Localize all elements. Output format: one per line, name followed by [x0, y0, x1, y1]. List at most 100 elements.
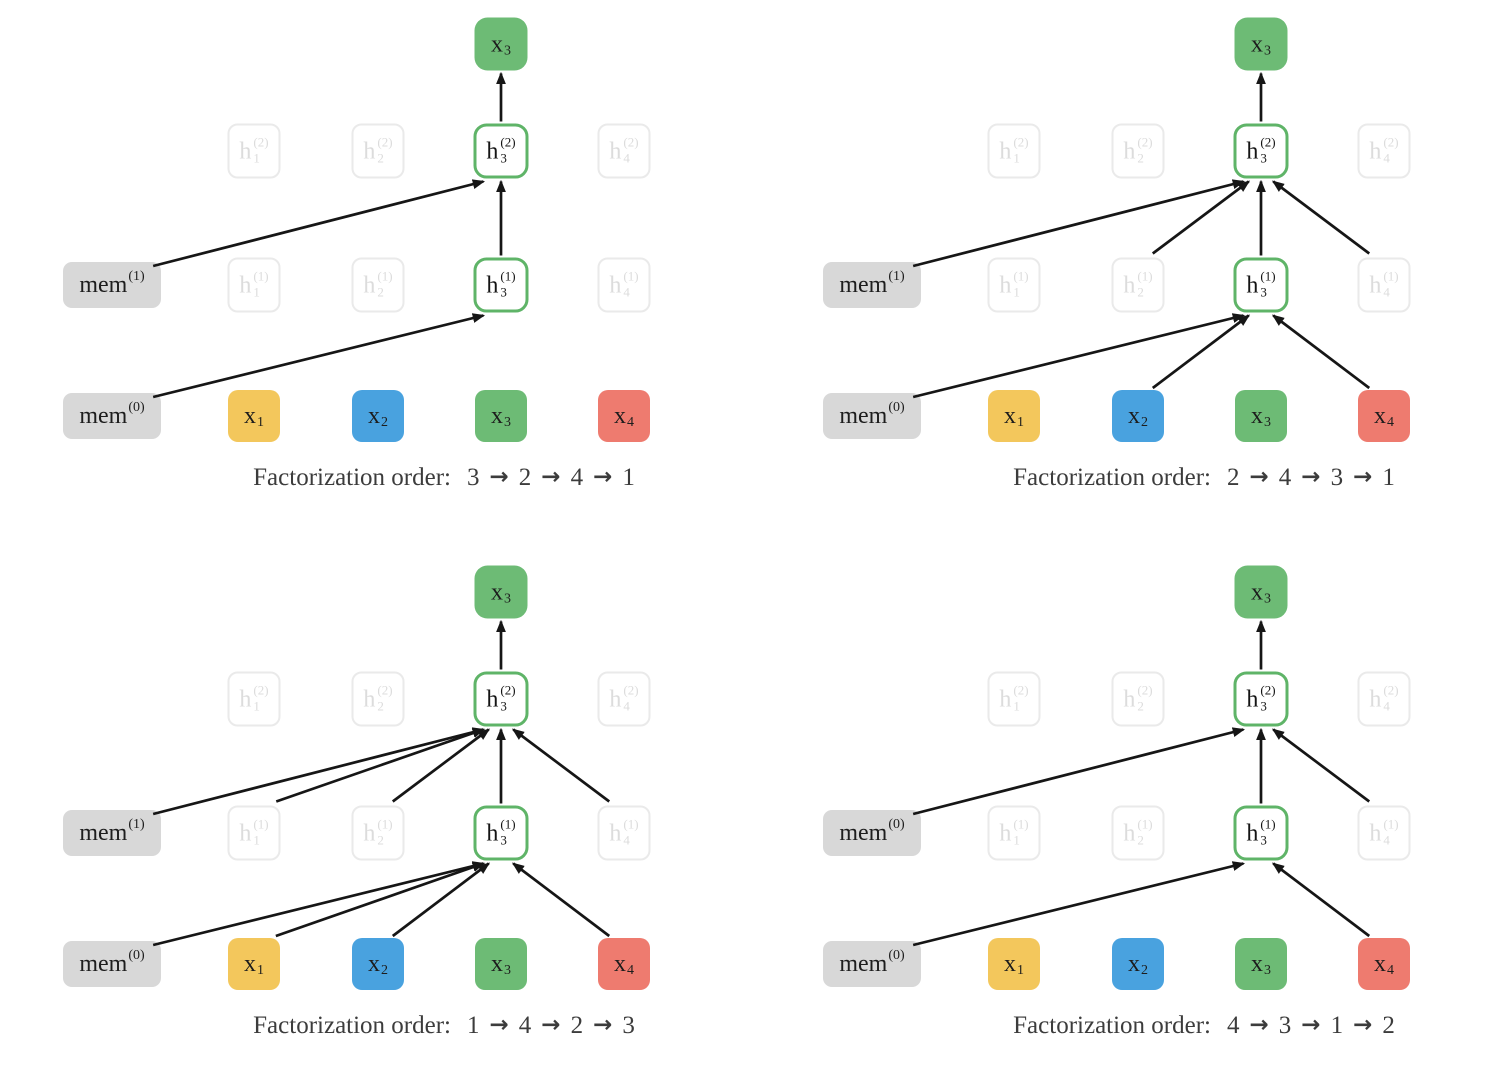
hidden-base: h: [239, 820, 252, 846]
position-subscript: 1: [1013, 150, 1020, 166]
hidden-state-label: h(2)3: [486, 683, 515, 714]
hidden-state-label: h(2)4: [609, 683, 638, 714]
token-base: x: [491, 579, 503, 605]
position-subscript: 2: [1141, 415, 1148, 430]
memory-superscript: (0): [128, 948, 145, 963]
caption-order-number: 3: [1330, 464, 1344, 491]
hidden-base: h: [999, 686, 1012, 712]
node-h3-layer2-active: h(2)3: [1233, 671, 1289, 727]
layer-superscript: (2): [1383, 134, 1399, 150]
token-base: x: [244, 403, 256, 429]
hidden-base: h: [363, 820, 376, 846]
hidden-state-label: h(1)4: [1369, 817, 1398, 848]
caption-order-number: 1: [1382, 464, 1395, 491]
memory-label: mem(1): [839, 269, 905, 298]
position-subscript: 1: [253, 284, 260, 300]
caption-order-number: 1: [467, 1012, 480, 1039]
caption-order-number: 4: [1227, 1012, 1240, 1039]
sup-sub-stack: (2)4: [623, 135, 638, 166]
memory-superscript: (1): [888, 269, 905, 284]
position-subscript: 1: [1013, 832, 1020, 848]
layer-superscript: (2): [1137, 682, 1153, 698]
node-mem-layer1: mem(1): [63, 810, 161, 856]
position-subscript: 3: [1264, 415, 1271, 430]
node-mem-input: mem(0): [63, 393, 161, 439]
position-subscript: 4: [623, 698, 630, 714]
sup-sub-stack: (2)4: [1383, 134, 1399, 166]
position-subscript: 4: [623, 832, 630, 848]
position-subscript: 1: [257, 963, 264, 978]
position-subscript: 1: [253, 698, 260, 714]
hidden-base: h: [239, 138, 252, 164]
node-h4-layer1-faded: h(1)4: [597, 805, 651, 861]
node-h4-layer1-faded: h(1)4: [1357, 257, 1411, 313]
hidden-base: h: [486, 272, 499, 298]
node-h4-layer2-faded: h(2)4: [1357, 123, 1411, 179]
sup-sub-stack: (2)1: [1013, 135, 1028, 166]
hidden-state-label: h(1)4: [609, 269, 638, 300]
sup-sub-stack: (1)3: [500, 817, 515, 848]
sup-sub-stack: (1)3: [1260, 817, 1275, 848]
node-h2-layer1-faded: h(1)2: [351, 805, 405, 861]
node-h2-layer2-faded: h(2)2: [351, 671, 405, 727]
hidden-state-label: h(2)3: [1246, 135, 1275, 166]
node-mem-input: mem(0): [63, 941, 161, 987]
memory-label: mem(0): [839, 401, 904, 429]
right-arrow-icon: →: [1301, 464, 1321, 490]
memory-superscript: (1): [128, 269, 145, 284]
layer-superscript: (1): [377, 268, 393, 284]
memory-label: mem(1): [79, 269, 145, 298]
position-subscript: 4: [1383, 150, 1390, 166]
node-h4-layer1-faded: h(1)4: [1357, 805, 1411, 861]
position-subscript: 3: [500, 150, 507, 166]
sup-sub-stack: (1)4: [623, 817, 638, 848]
caption-order-number: 3: [467, 464, 480, 491]
attention-arrow-x4-to-h3_l1: [1271, 314, 1371, 390]
memory-superscript: (0): [888, 948, 905, 963]
attention-arrow-h4_l1-to-h3_l2: [511, 728, 611, 803]
node-h1-layer1-faded: h(1)1: [227, 257, 281, 313]
memory-label: mem(1): [79, 818, 144, 846]
token-base: x: [1251, 951, 1263, 977]
hidden-state-label: h(2)1: [999, 683, 1028, 714]
caption-order-number: 3: [1278, 1012, 1292, 1039]
caption-order-number: 2: [1382, 1012, 1395, 1039]
node-h4-layer1-faded: h(1)4: [597, 257, 651, 313]
hidden-base: h: [609, 272, 622, 298]
attention-arrow-h4_l1-to-h3_l2: [1271, 180, 1371, 255]
node-h3-layer2-active: h(2)3: [473, 123, 529, 179]
hidden-state-label: h(1)4: [1369, 269, 1398, 300]
token-base: x: [614, 951, 626, 977]
position-subscript: 3: [504, 963, 511, 978]
memory-label: mem(0): [839, 948, 905, 977]
position-subscript: 2: [377, 284, 384, 300]
hidden-base: h: [363, 686, 376, 712]
position-subscript: 3: [1260, 284, 1267, 300]
position-subscript: 3: [504, 591, 511, 606]
token-base: x: [491, 951, 503, 977]
right-arrow-icon: →: [1301, 1012, 1321, 1038]
sup-sub-stack: (2)4: [1383, 683, 1398, 714]
attention-arrow-x2-to-h3_l1: [391, 862, 491, 938]
position-subscript: 2: [1137, 150, 1144, 166]
position-subscript: 4: [623, 150, 630, 166]
node-mem-layer1: mem(1): [63, 262, 161, 308]
position-subscript: 2: [381, 415, 388, 430]
memory-superscript: (0): [888, 817, 905, 832]
position-subscript: 2: [1141, 963, 1148, 978]
hidden-state-label: h(1)2: [363, 268, 393, 300]
hidden-state-label: h(2)2: [1123, 135, 1152, 166]
layer-superscript: (1): [377, 816, 393, 832]
